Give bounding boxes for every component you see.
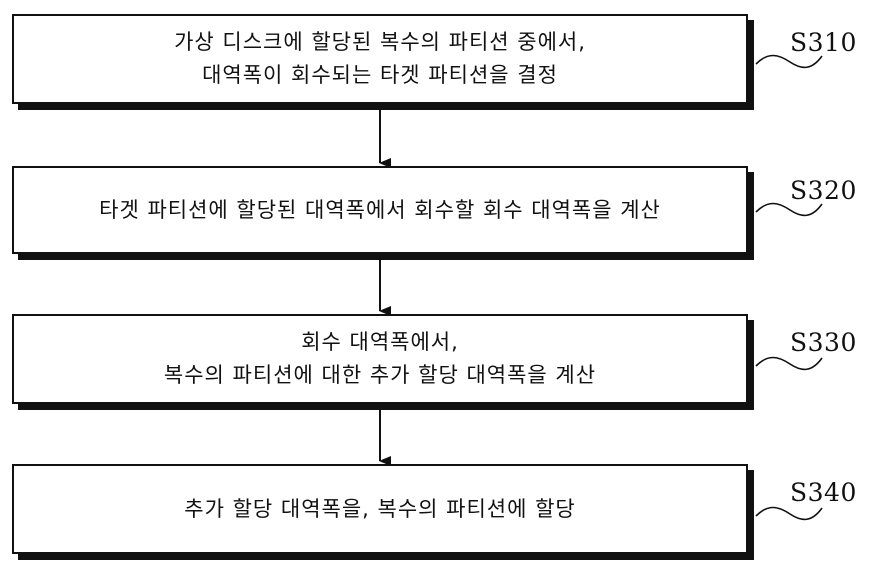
step-label-s330: S330 (790, 328, 857, 357)
step-box-s330: 회수 대역폭에서, 복수의 파티션에 대한 추가 할당 대역폭을 계산 (12, 314, 748, 404)
step-text-s340: 추가 할당 대역폭을, 복수의 파티션에 할당 (184, 496, 576, 521)
step-box-s310: 가상 디스크에 할당된 복수의 파티션 중에서, 대역폭이 회수되는 타겟 파티… (12, 14, 748, 104)
leader-line-s310 (755, 54, 823, 69)
leader-line-s320 (755, 202, 823, 217)
step-box-s340: 추가 할당 대역폭을, 복수의 파티션에 할당 (12, 464, 748, 554)
step-label-s340: S340 (790, 478, 857, 507)
step-box-s320: 타겟 파티션에 할당된 대역폭에서 회수할 회수 대역폭을 계산 (12, 166, 748, 254)
step-text-s310: 가상 디스크에 할당된 복수의 파티션 중에서, 대역폭이 회수되는 타겟 파티… (174, 30, 586, 87)
step-label-s320: S320 (790, 176, 857, 205)
leader-line-s340 (755, 506, 823, 521)
step-text-s320: 타겟 파티션에 할당된 대역폭에서 회수할 회수 대역폭을 계산 (99, 197, 661, 222)
step-text-s330: 회수 대역폭에서, 복수의 파티션에 대한 추가 할당 대역폭을 계산 (163, 330, 597, 387)
step-label-s310: S310 (790, 28, 857, 57)
leader-line-s330 (755, 356, 823, 371)
